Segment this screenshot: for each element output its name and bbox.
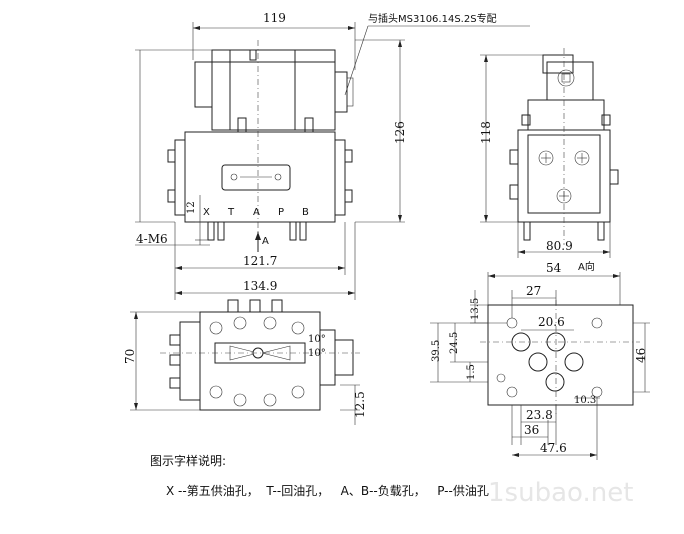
port-label-b: B — [302, 207, 309, 218]
port-dim-47-6: 47.6 — [540, 441, 567, 455]
front-dim-small: 12 — [186, 201, 197, 214]
port-dim-20-6: 20.6 — [538, 315, 565, 329]
port-dim-23-8: 23.8 — [526, 408, 553, 422]
side-view: 118 80.9 — [479, 48, 619, 258]
legend-title: 图示字样说明: — [150, 454, 227, 468]
front-arrow-label: A — [262, 236, 269, 247]
front-dim-bottom-1: 121.7 — [243, 254, 277, 268]
port-dim-13-5: 13.5 — [470, 298, 481, 320]
front-dim-width: 119 — [263, 11, 286, 25]
port-dim-36: 36 — [524, 423, 539, 437]
port-dim-24-5: 24.5 — [449, 332, 460, 354]
connector-note: 与插头MS3106.14S.2S专配 — [368, 12, 497, 25]
port-label-t: T — [227, 207, 235, 218]
front-dim-height: 126 — [393, 121, 407, 144]
side-dim-width: 80.9 — [546, 239, 573, 253]
port-dim-10-3: 10.3 — [574, 395, 596, 406]
port-dim-27: 27 — [526, 284, 541, 298]
top-dim-height: 70 — [123, 349, 137, 364]
port-label-a: A — [253, 207, 260, 218]
legend-line: X --第五供油孔， T--回油孔， A、B--负载孔， P--供油孔 — [166, 484, 489, 498]
port-dim-39-5: 39.5 — [431, 340, 442, 362]
port-view-title: A向 — [578, 260, 595, 273]
port-dim-54: 54 — [546, 261, 562, 275]
port-view: A向 54 27 20.6 13.5 — [430, 260, 650, 460]
angle-2: 10° — [308, 348, 326, 359]
port-dim-1-5: 1.5 — [466, 364, 477, 380]
port-label-p: P — [278, 207, 284, 218]
top-dim-small: 12.5 — [353, 391, 367, 418]
top-view: 10° 10° 70 12.5 — [123, 299, 367, 425]
watermark: 1subao.net — [488, 478, 634, 508]
side-dim-height: 118 — [479, 121, 493, 144]
thread-label: 4-M6 — [136, 232, 168, 246]
front-dim-bottom-2: 134.9 — [243, 279, 277, 293]
port-label-x: X — [203, 207, 210, 218]
front-view: 119 与插头MS3106.14S.2S专配 X T A — [135, 11, 530, 300]
angle-1: 10° — [308, 334, 326, 345]
port-dim-46: 46 — [634, 348, 648, 363]
